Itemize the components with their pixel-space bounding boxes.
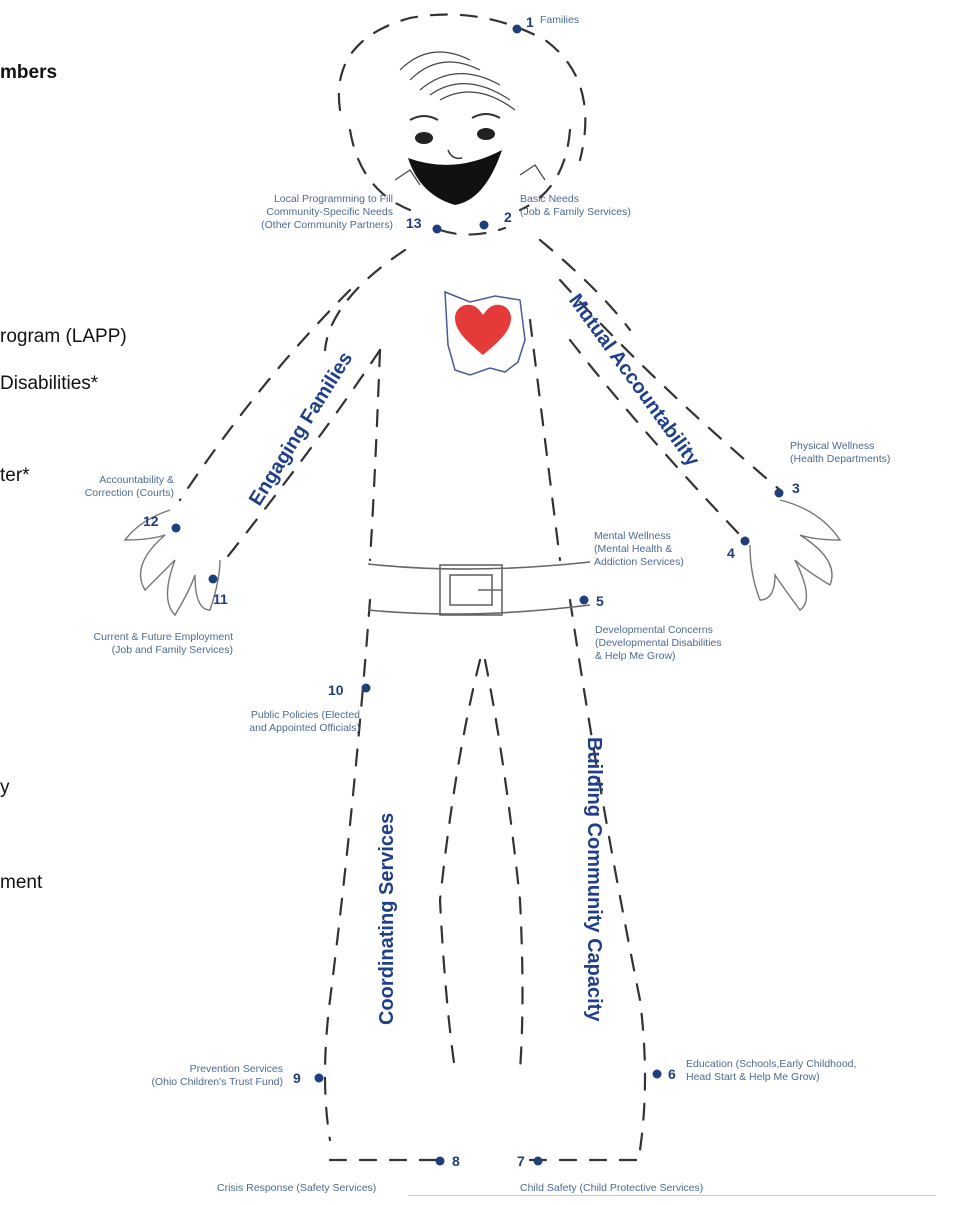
face xyxy=(408,113,502,205)
point-label-5: Developmental Concerns (Developmental Di… xyxy=(595,624,722,662)
point-markers xyxy=(171,24,784,1166)
point-label-1: Families xyxy=(540,14,580,26)
hair-outline xyxy=(337,13,587,162)
point-label-12: Accountability & Correction (Courts) xyxy=(84,474,174,499)
point-label-3: Physical Wellness (Health Departments) xyxy=(790,440,891,465)
point-number-6: 6 xyxy=(668,1066,676,1082)
point-label-8: Crisis Response (Safety Services) xyxy=(217,1182,377,1194)
left-text-line-ment: ment xyxy=(0,872,43,893)
point-label-2: Basic Needs (Job & Family Services) xyxy=(520,193,631,218)
point-number-12: 12 xyxy=(143,513,159,529)
point-label-13: Local Programming to Fill Community-Spec… xyxy=(261,193,393,231)
theme-building-community-capacity: Building Community Capacity xyxy=(583,737,605,1022)
point-number-10: 10 xyxy=(328,682,344,698)
point-number-8: 8 xyxy=(452,1153,460,1169)
left-text-line-y: y xyxy=(0,777,10,798)
point-number-1: 1 xyxy=(526,14,534,30)
point-number-9: 9 xyxy=(293,1070,301,1086)
left-text-line-disabilities: Disabilities* xyxy=(0,373,99,394)
point-label-4: Mental Wellness (Mental Health & Addicti… xyxy=(594,530,684,568)
point-number-13: 13 xyxy=(406,215,422,231)
bottom-divider xyxy=(408,1195,936,1196)
hands xyxy=(123,499,842,617)
left-text-line-ter: ter* xyxy=(0,465,30,486)
left-text-line-lapp: rogram (LAPP) xyxy=(0,326,127,347)
point-label-7: Child Safety (Child Protective Services) xyxy=(520,1182,704,1194)
point-label-10: Public Policies (Elected and Appointed O… xyxy=(249,709,360,734)
point-label-11: Current & Future Employment (Job and Fam… xyxy=(93,631,233,656)
left-text-heading: mbers xyxy=(0,62,58,83)
point-number-3: 3 xyxy=(792,480,800,496)
point-number-4: 4 xyxy=(727,545,735,561)
point-number-5: 5 xyxy=(596,593,604,609)
point-label-6: Education (Schools,Early Childhood, Head… xyxy=(686,1058,857,1083)
ohio-heart-emblem xyxy=(444,290,526,376)
point-number-11: 11 xyxy=(213,591,228,607)
belt xyxy=(367,561,591,616)
theme-coordinating-services: Coordinating Services xyxy=(376,812,398,1025)
point-number-2: 2 xyxy=(504,209,512,225)
point-number-7: 7 xyxy=(517,1153,525,1169)
point-label-9: Prevention Services (Ohio Children's Tru… xyxy=(151,1063,283,1088)
